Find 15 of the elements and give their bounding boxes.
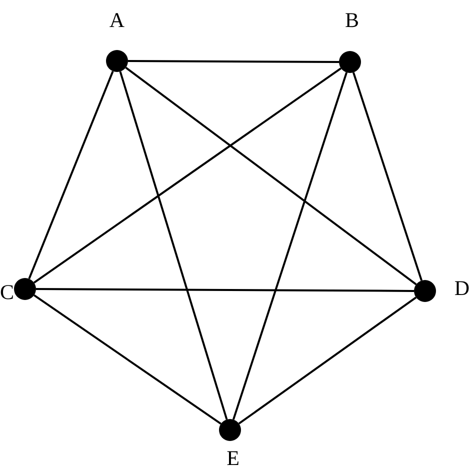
vertex-label: E — [226, 447, 240, 469]
vertex-label: D — [455, 277, 469, 299]
edge-line — [33, 67, 342, 284]
edge-line — [128, 60, 339, 63]
vertex-label: B — [345, 9, 359, 31]
edge-line — [28, 70, 114, 280]
vertex-label: C — [0, 281, 14, 303]
edge-line — [232, 72, 348, 420]
edge-line — [36, 288, 414, 292]
edge-line — [125, 66, 417, 286]
edge-line — [34, 294, 222, 425]
edge-line — [238, 296, 417, 424]
edge-line — [119, 71, 228, 420]
vertex-label: A — [110, 9, 124, 31]
edge-line — [352, 72, 423, 281]
